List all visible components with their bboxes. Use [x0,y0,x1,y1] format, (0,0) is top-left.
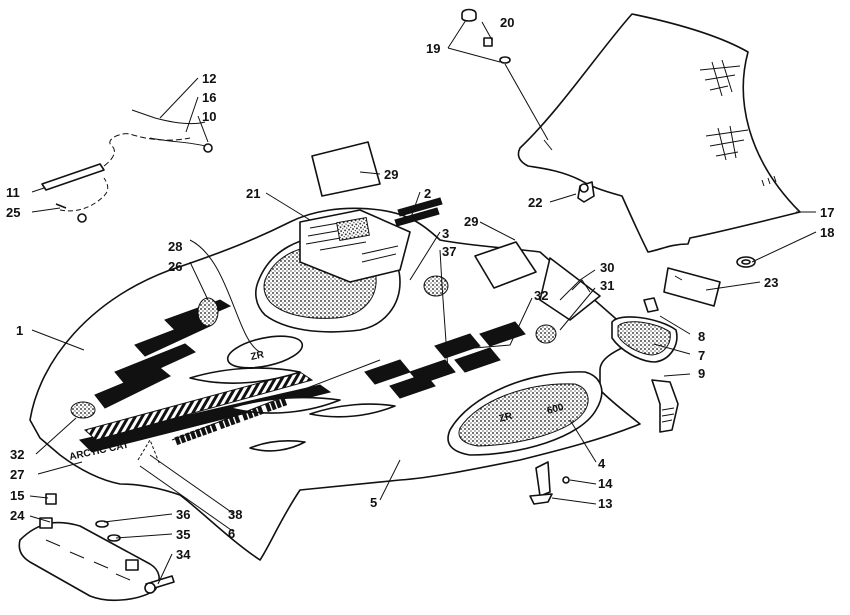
callout-27: 27 [10,467,24,482]
callout-4: 4 [598,456,606,471]
fasteners [45,8,756,594]
callout-3: 3 [442,226,449,241]
callout-11: 11 [6,185,20,200]
callout-33: 32 [10,447,24,462]
callout-18: 18 [820,225,834,240]
callout-5: 5 [370,495,377,510]
callout-13: 13 [598,496,612,511]
callout-25: 25 [6,205,20,220]
side-badge-text: ZR [498,411,514,425]
callout-20: 20 [500,15,514,30]
callout-29-mid: 29 [464,214,478,229]
callout-21: 21 [246,186,260,201]
cables [41,109,213,223]
callout-29-top: 29 [384,167,398,182]
callout-32: 32 [534,288,548,303]
callout-17: 17 [820,205,834,220]
callout-28: 28 [168,239,182,254]
callout-12: 12 [202,71,216,86]
front-bumper [18,517,160,602]
callout-30: 30 [600,260,614,275]
side-model-text: 600 [546,402,565,417]
callout-15: 15 [10,488,24,503]
callout-9: 9 [698,366,705,381]
callout-14: 14 [598,476,613,491]
hood-body: ▮▮▮▮▮▮▮▮ ▮▮▮▮ ▮▮▮▮ ▮▮▮▮ ZR ZR 600 ARCTIC… [29,207,641,561]
decal-sheets [311,141,537,289]
side-parts [539,257,721,433]
callout-1: 1 [16,323,23,338]
callout-26: 26 [168,259,182,274]
callout-38: 38 [228,507,242,522]
callout-23: 23 [764,275,778,290]
leader-lines [29,19,817,585]
callout-35: 35 [176,527,190,542]
windshield [517,13,801,253]
callout-8: 8 [698,329,705,344]
callout-2: 2 [424,186,431,201]
callout-31: 31 [600,278,614,293]
callout-7: 7 [698,348,705,363]
hood-badge: ZR [250,349,266,363]
callout-labels: 12 16 10 11 25 20 19 22 17 18 21 2 29 3 … [6,15,834,562]
callout-37: 37 [442,244,456,259]
callout-36: 36 [176,507,190,522]
callout-6: 6 [228,526,235,541]
callout-19: 19 [426,41,440,56]
callout-22: 22 [528,195,542,210]
callout-10: 10 [202,109,216,124]
callout-34: 34 [176,547,191,562]
callout-16: 16 [202,90,216,105]
callout-24: 24 [10,508,25,523]
